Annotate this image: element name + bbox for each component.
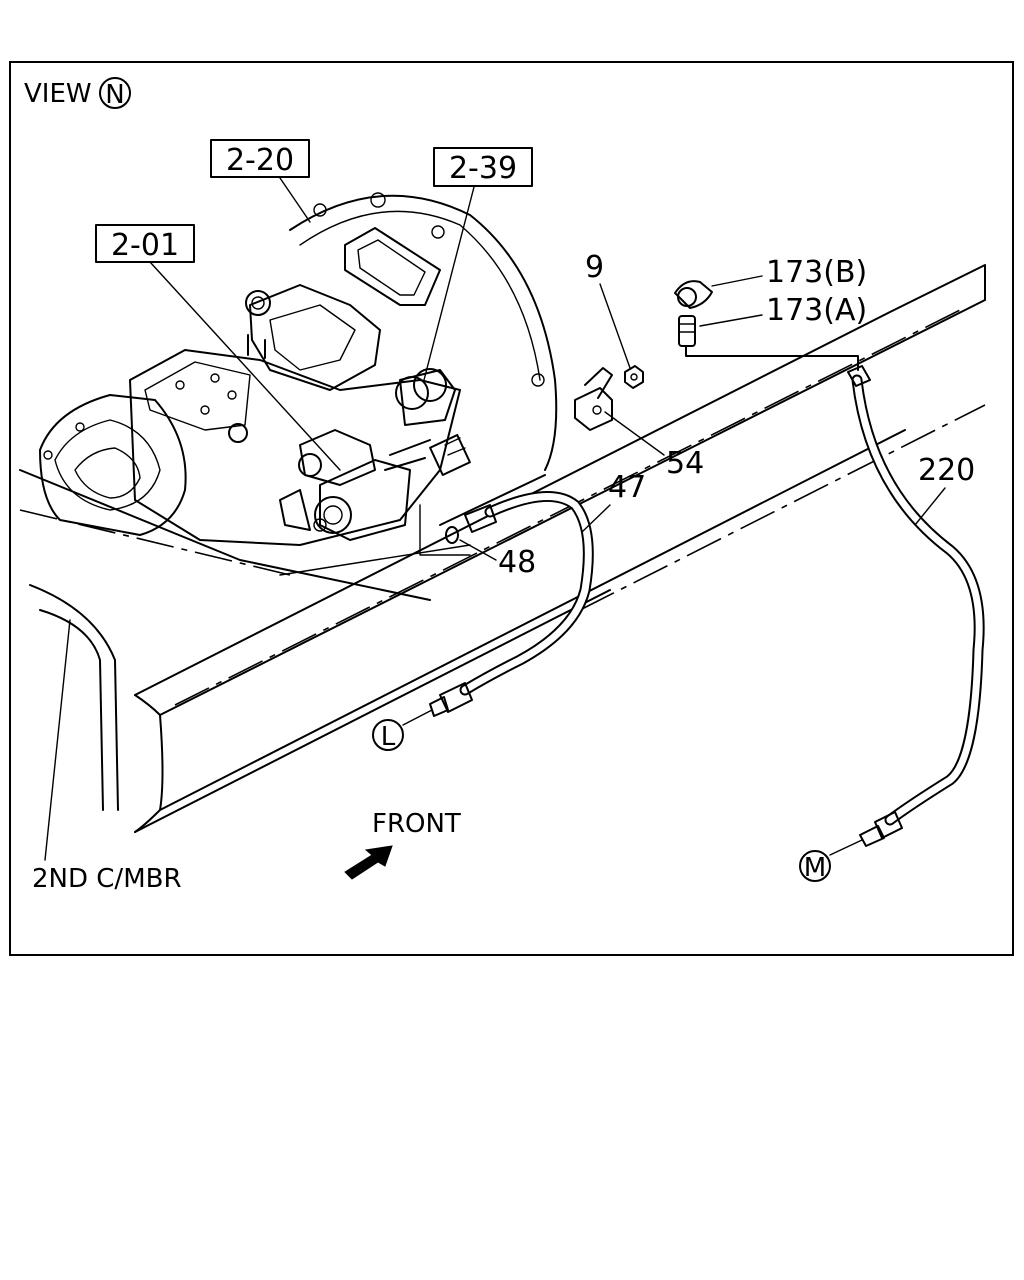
nut-9	[624, 365, 644, 389]
leader-173a	[699, 314, 763, 327]
bracket-54	[574, 367, 613, 431]
callout-173a: 173(A)	[766, 293, 867, 328]
diagram-frame	[9, 61, 1014, 956]
callout-220: 220	[918, 453, 975, 488]
leader-48	[459, 539, 497, 561]
leader-9	[599, 283, 631, 369]
cross-member	[19, 469, 431, 861]
hose-220	[847, 365, 985, 847]
boxed-ref-2-20-text: 2-20	[226, 143, 294, 178]
hose-47	[429, 491, 594, 717]
fitting-173b	[674, 280, 713, 309]
transmission-assembly	[39, 192, 558, 576]
leader-l	[402, 709, 433, 726]
connector-marker-l-letter: L	[381, 722, 396, 752]
washer-48	[445, 526, 459, 544]
callout-48: 48	[498, 545, 536, 580]
leader-220	[914, 487, 946, 526]
callout-9: 9	[585, 250, 604, 285]
view-label: VIEW	[24, 79, 92, 109]
fitting-173a	[678, 315, 696, 347]
leader-2-39	[423, 186, 475, 381]
leader-2-01	[149, 261, 341, 471]
leader-54	[604, 411, 665, 456]
front-label: FRONT	[372, 809, 461, 839]
fitting-link-line	[685, 345, 859, 371]
view-marker-circle: N	[99, 77, 131, 110]
boxed-ref-2-01-text: 2-01	[111, 228, 179, 263]
callout-47: 47	[608, 470, 646, 505]
callout-173b: 173(B)	[766, 255, 867, 290]
frame-rail	[134, 264, 986, 833]
callout-54: 54	[666, 446, 704, 481]
member-label: 2ND C/MBR	[32, 864, 182, 894]
leader-47	[581, 504, 611, 533]
boxed-ref-2-39: 2-39	[433, 147, 533, 187]
boxed-ref-2-01: 2-01	[95, 224, 195, 263]
view-marker-letter: N	[105, 80, 124, 110]
boxed-ref-2-20: 2-20	[210, 139, 310, 178]
leader-173b	[711, 275, 763, 287]
leader-2-20	[279, 177, 311, 223]
connector-marker-m-letter: M	[804, 853, 826, 883]
leader-m	[829, 839, 863, 856]
connector-marker-m: M	[799, 850, 831, 883]
connector-marker-l: L	[372, 719, 404, 752]
boxed-ref-2-39-text: 2-39	[449, 151, 517, 186]
front-arrow	[344, 845, 393, 880]
